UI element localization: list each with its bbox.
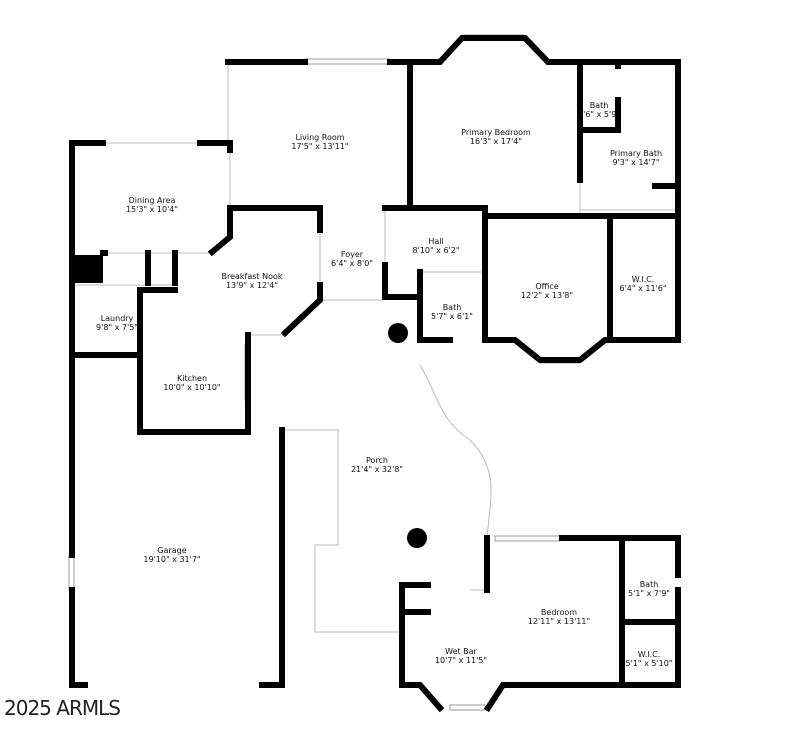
room-name: Dining Area [129,196,176,205]
room-dims: 9'8" x 7'5" [96,323,138,332]
room-dims: 12'2" x 13'8" [521,291,573,300]
room-name: W.I.C. [638,650,661,659]
room-dims: 10'7" x 11'5" [435,656,487,665]
room-dims: 8'6" x 5'9" [578,110,620,119]
room-name: Kitchen [177,374,207,383]
room-dims: 15'3" x 10'4" [126,205,178,214]
room-name: Primary Bedroom [461,128,531,137]
room-name: Primary Bath [610,149,662,158]
room-name: Office [535,282,558,291]
room-dims: 17'5" x 13'11" [291,142,348,151]
room-name: W.I.C. [632,275,655,284]
porch-column [388,323,408,343]
room-name: Wet Bar [445,647,477,656]
room-name: Breakfast Nook [221,272,282,281]
room-name: Foyer [341,250,364,259]
thin-lines [72,62,678,633]
walls [69,35,681,713]
room-name: Bath [443,303,462,312]
room-dims: 9'3" x 14'7" [612,158,659,167]
room-name: Bath [640,580,659,589]
room-dims: 5'1" x 7'9" [628,589,670,598]
room-name: Living Room [295,133,344,142]
room-dims: 19'10" x 31'7" [143,555,200,564]
room-labels: Living Room 17'5" x 13'11" Primary Bedro… [96,101,672,668]
structural-block [72,255,103,283]
room-name: Laundry [101,314,134,323]
porch-column [407,528,427,548]
room-dims: 5'7" x 6'1" [431,312,473,321]
room-dims: 8'10" x 6'2" [412,246,459,255]
room-dims: 10'0" x 10'10" [163,383,220,392]
room-dims: 6'4" x 11'6" [619,284,666,293]
room-dims: 6'4" x 8'0" [331,259,373,268]
room-dims: 13'9" x 12'4" [226,281,278,290]
room-dims: 12'11" x 13'11" [528,617,590,626]
room-name: Garage [157,546,186,555]
room-name: Hall [428,237,443,246]
room-dims: 21'4" x 32'8" [351,465,403,474]
room-name: Bedroom [541,608,577,617]
room-name: Porch [366,456,388,465]
room-name: Bath [590,101,609,110]
room-dims: 5'1" x 5'10" [625,659,672,668]
watermark: 2025 ARMLS [4,696,121,720]
room-dims: 16'3" x 17'4" [470,137,522,146]
